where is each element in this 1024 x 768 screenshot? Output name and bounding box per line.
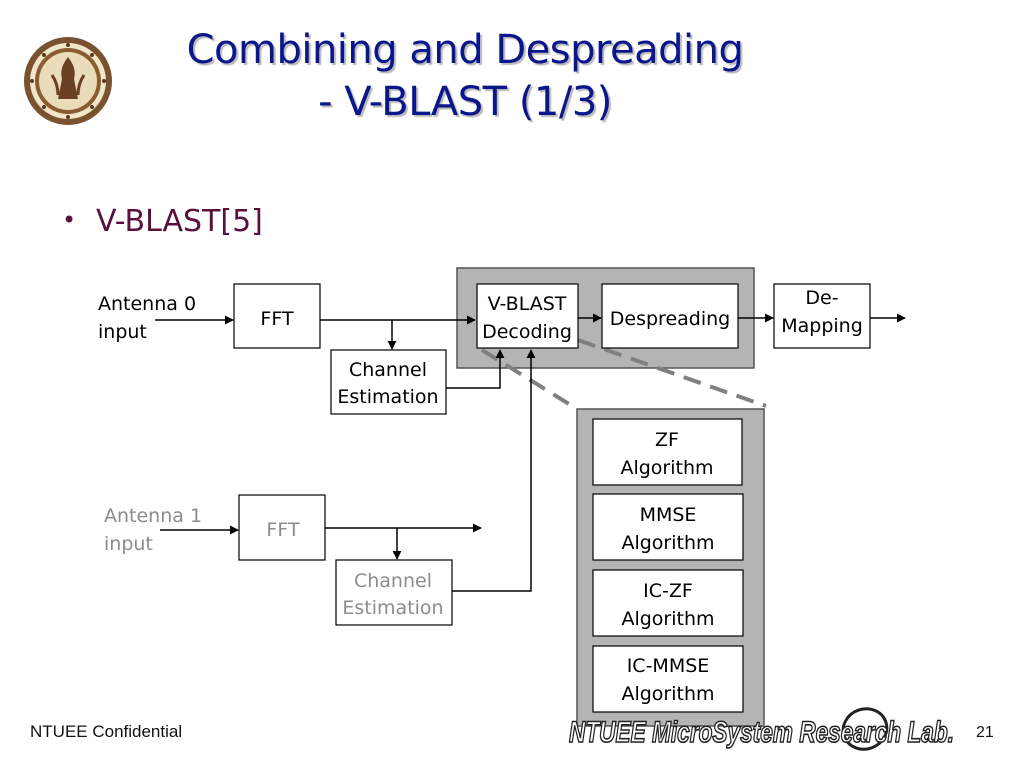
algorithm-zf-label-1: ZF [655, 429, 679, 451]
vblast-label-1: V-BLAST [488, 293, 567, 315]
channel1-to-vblast-arrow [452, 349, 536, 592]
slide-title-line-2: - V-BLAST (1/3) [318, 79, 612, 125]
fft0-box [233, 283, 321, 349]
algorithm-ic-zf-label-2: Algorithm [621, 608, 714, 630]
bullet-text: V-BLAST[5] [96, 204, 263, 239]
fft0-label: FFT [260, 308, 294, 330]
antenna1-label-1: Antenna 1 [104, 505, 202, 527]
zoom-line-bottom [480, 348, 579, 411]
demapping-label-1: De- [805, 287, 838, 309]
vblast-label-2: Decoding [482, 321, 572, 343]
channel0-to-vblast-arrow [446, 349, 505, 389]
footer-confidential: NTUEE Confidential [30, 722, 183, 741]
zoom-line-top [577, 338, 767, 408]
page-number: 21 [976, 724, 994, 741]
algorithm-mmse-label-2: Algorithm [621, 532, 714, 554]
channel-est0-box [330, 349, 447, 415]
algorithm-box-mmse [592, 493, 744, 561]
algorithm-box-ic-mmse [592, 645, 744, 713]
antenna1-label-2: input [104, 533, 153, 555]
despreading-box [601, 283, 739, 349]
antenna0-label-1: Antenna 0 [98, 293, 196, 315]
slide-title: Combining and Despreading - V-BLAST (1/3… [150, 24, 780, 128]
vblast-box [476, 283, 579, 349]
channel-est0-label-1: Channel [349, 359, 427, 381]
bullet-dot-icon: • [62, 206, 77, 234]
demapping-label-2: Mapping [781, 315, 863, 337]
lab-logo: NTUEE MicroSystem Research Lab. [568, 707, 955, 751]
algorithm-ic-zf-label-1: IC-ZF [643, 580, 693, 602]
channel-est1-label-1: Channel [354, 570, 432, 592]
algorithm-ic-mmse-label-1: IC-MMSE [627, 655, 710, 677]
antenna0-label-2: input [98, 321, 147, 343]
algorithm-box-zf [592, 418, 743, 486]
fft1-box [238, 494, 326, 561]
university-seal-logo [24, 37, 112, 125]
algorithm-mmse-label-1: MMSE [640, 504, 697, 526]
channel-est1-box [335, 559, 453, 626]
algorithm-zf-label-2: Algorithm [620, 457, 713, 479]
fft1-label: FFT [266, 519, 300, 541]
algorithm-ic-mmse-label-2: Algorithm [621, 683, 714, 705]
channel-est1-label-2: Estimation [342, 597, 443, 619]
svg-text:NTUEE MicroSystem Research Lab: NTUEE MicroSystem Research Lab. [569, 716, 954, 749]
demapping-box [773, 283, 871, 349]
despreading-label: Despreading [610, 308, 730, 330]
algorithm-box-ic-zf [592, 569, 744, 637]
slide-title-line-1: Combining and Despreading [186, 27, 744, 73]
channel-est0-label-2: Estimation [337, 386, 438, 408]
bullet-item: • V-BLAST[5] [62, 200, 263, 242]
